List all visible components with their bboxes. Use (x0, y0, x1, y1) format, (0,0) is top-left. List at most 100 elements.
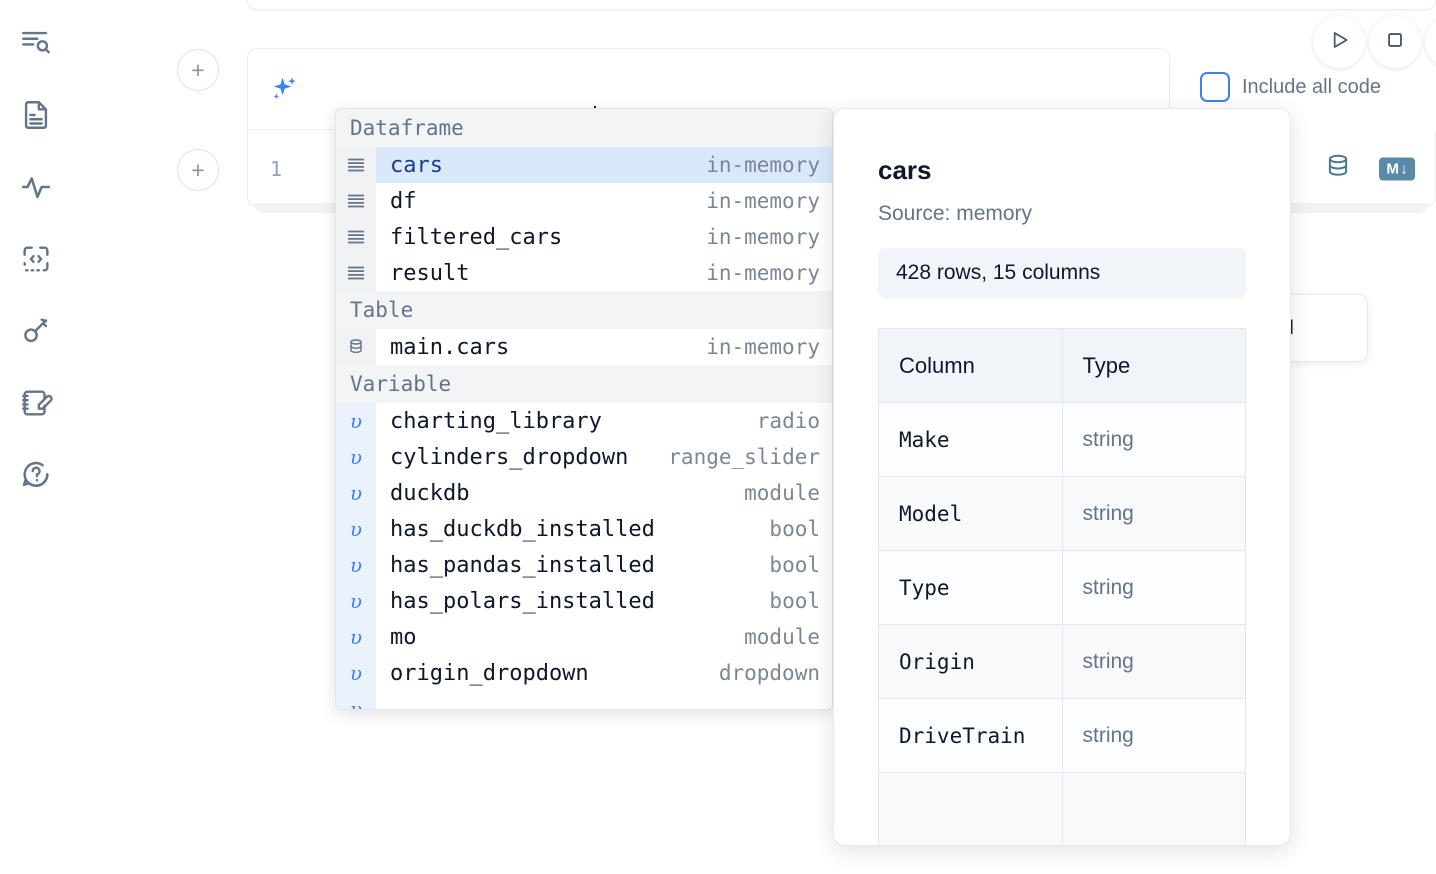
autocomplete-item[interactable]: υ (336, 691, 832, 709)
sidebar-item-outline[interactable] (13, 18, 59, 68)
docs-column-type: string (1061, 624, 1246, 699)
autocomplete-item-name: has_polars_installed (390, 588, 655, 614)
docs-column-type: string (1061, 476, 1246, 551)
autocomplete-item-type: in-memory (706, 189, 820, 213)
add-cell-button-top[interactable]: + (177, 49, 219, 91)
autocomplete-item-name: has_pandas_installed (390, 552, 655, 578)
variable-icon: υ (336, 439, 376, 475)
docs-column-name: Origin (878, 624, 1063, 699)
sidebar-item-snippets[interactable] (13, 234, 59, 284)
run-button[interactable] (1313, 16, 1365, 68)
variable-icon: υ (336, 511, 376, 547)
autocomplete-item-type: module (744, 625, 820, 649)
docs-table-header: Type (1061, 328, 1246, 403)
autocomplete-item[interactable]: υ has_polars_installed bool (336, 583, 832, 619)
autocomplete-item-name: cars (390, 152, 443, 178)
autocomplete-item-type: dropdown (718, 661, 820, 685)
autocomplete-item[interactable]: filtered_cars in-memory (336, 219, 832, 255)
markdown-badge-letter: M (1386, 160, 1400, 177)
variable-icon: υ (336, 583, 376, 619)
variable-icon: υ (336, 691, 376, 709)
autocomplete-item-content: has_polars_installed bool (376, 583, 832, 619)
docs-shape-badge: 428 rows, 15 columns (878, 248, 1246, 298)
autocomplete-group-header: Table (336, 291, 832, 329)
autocomplete-item-content: origin_dropdown dropdown (376, 655, 832, 691)
code-brackets-icon (19, 242, 53, 276)
database-icon (336, 329, 376, 365)
variable-icon: υ (336, 547, 376, 583)
variable-icon: υ (336, 475, 376, 511)
more-button[interactable] (1425, 16, 1436, 68)
autocomplete-item-type: in-memory (706, 225, 820, 249)
autocomplete-item-name: has_duckdb_installed (390, 516, 655, 542)
dataframe-rows-icon (336, 183, 376, 219)
autocomplete-item-type: module (744, 481, 820, 505)
autocomplete-item-name: cylinders_dropdown (390, 444, 629, 470)
docs-column-name: DriveTrain (878, 698, 1063, 773)
variable-icon: υ (336, 403, 376, 439)
autocomplete-item-content (376, 691, 832, 709)
sidebar-item-help[interactable] (13, 450, 59, 500)
include-all-code-row[interactable]: Include all code (1200, 72, 1381, 102)
database-icon[interactable] (1323, 151, 1353, 186)
autocomplete-item-name: result (390, 260, 470, 286)
sidebar-item-variables[interactable] (13, 162, 59, 212)
ai-sparkle-icon (267, 73, 301, 107)
docs-title: cars (878, 155, 932, 185)
variable-icon: υ (336, 619, 376, 655)
line-number: 1 (270, 156, 283, 181)
autocomplete-item-type: bool (769, 589, 820, 613)
autocomplete-item-type: in-memory (706, 335, 820, 359)
sidebar-item-files[interactable] (13, 90, 59, 140)
previous-cell-partial (247, 0, 1436, 10)
cell-action-icons: M↓ (1323, 151, 1415, 186)
docs-column-type: string (1061, 698, 1246, 773)
sidebar-item-secrets[interactable] (13, 306, 59, 356)
include-all-code-label: Include all code (1242, 75, 1381, 98)
docs-column-type: string (1061, 402, 1246, 477)
activity-pulse-icon (19, 170, 53, 204)
dataframe-rows-icon (336, 219, 376, 255)
stop-button[interactable] (1369, 16, 1421, 68)
docs-table-header: Column (878, 328, 1063, 403)
docs-source: Source: memory (878, 202, 1033, 225)
outline-search-icon (19, 26, 53, 60)
autocomplete-item-content: filtered_cars in-memory (376, 219, 832, 255)
sidebar-rail (0, 0, 72, 874)
autocomplete-item-name: duckdb (390, 480, 470, 506)
markdown-badge[interactable]: M↓ (1379, 157, 1415, 180)
docs-column-name (878, 772, 1063, 845)
add-cell-button-bottom[interactable]: + (177, 149, 219, 191)
file-text-icon (19, 98, 53, 132)
include-all-code-checkbox[interactable] (1200, 72, 1230, 102)
autocomplete-item-name: origin_dropdown (390, 660, 589, 686)
autocomplete-item-name: filtered_cars (390, 224, 563, 250)
autocomplete-group-header: Dataframe (336, 109, 832, 147)
sidebar-item-scratchpad[interactable] (13, 378, 59, 428)
question-chat-icon (19, 458, 53, 492)
